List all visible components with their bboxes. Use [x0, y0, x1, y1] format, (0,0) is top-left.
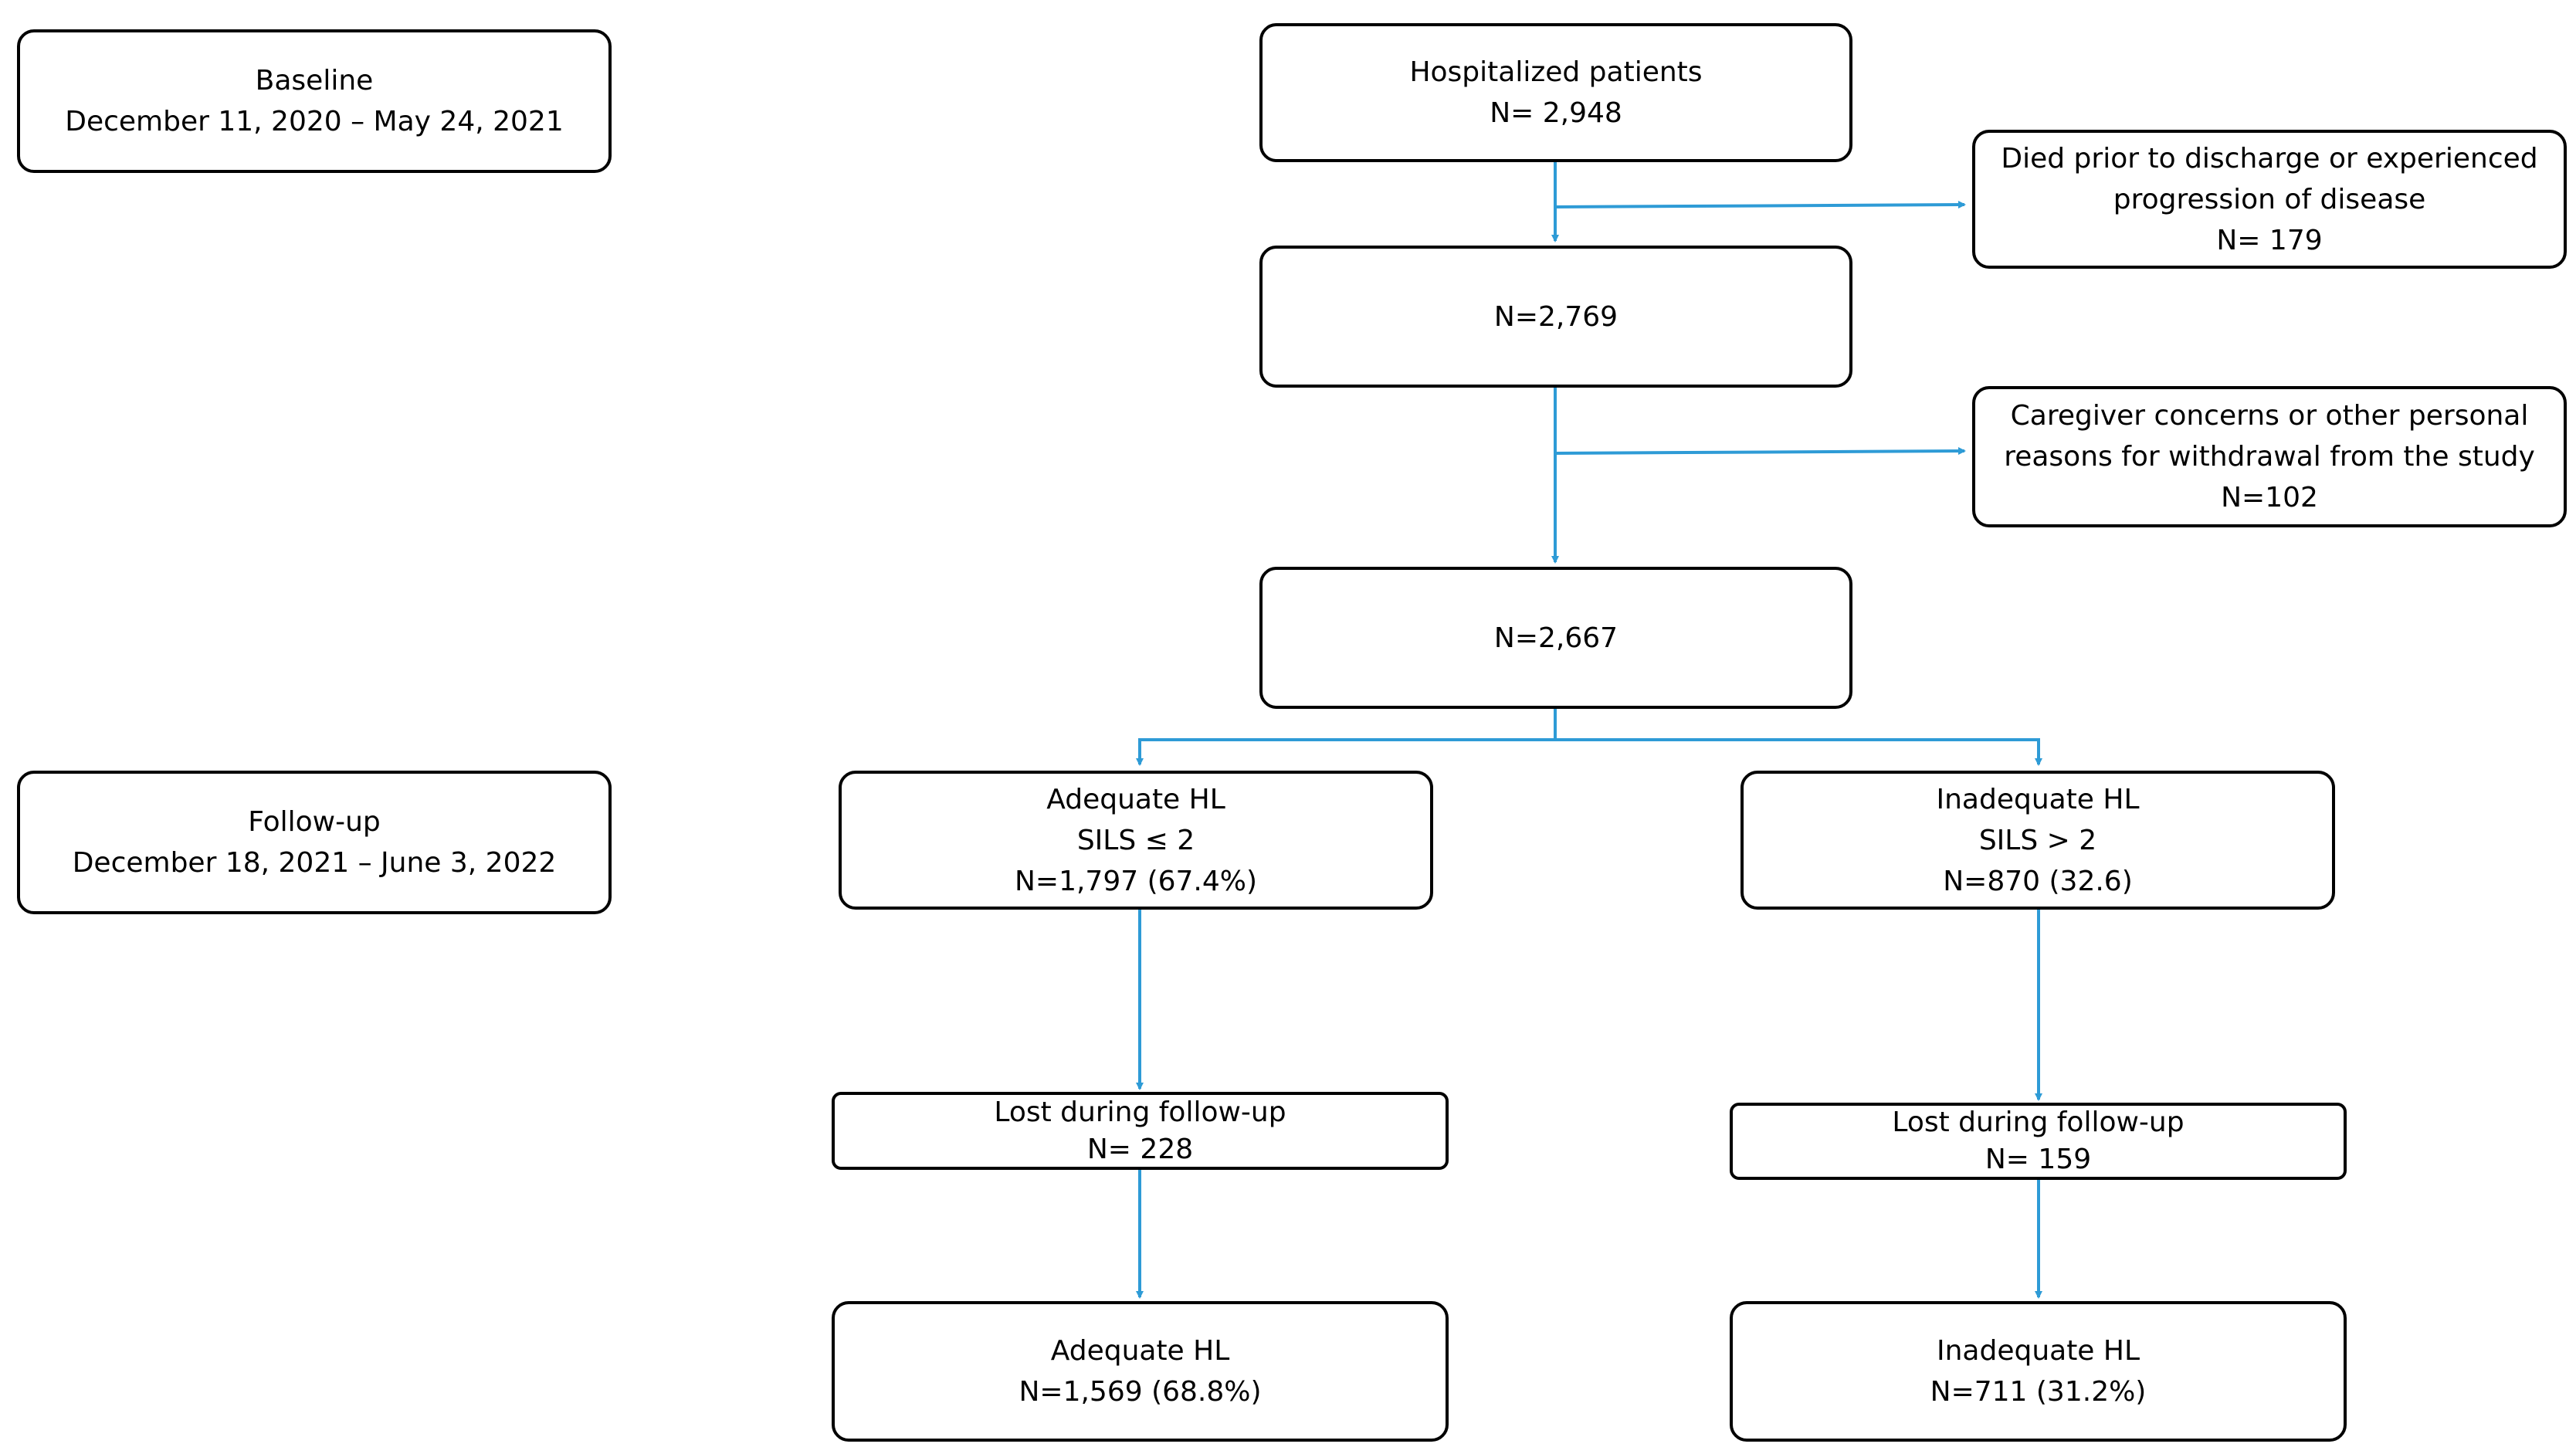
withdrawal-exclusion-line1: Caregiver concerns or other personal	[2010, 400, 2529, 432]
adequate-hl-baseline-count: N=1,797 (67.4%)	[1014, 865, 1258, 897]
baseline-phase-box: Baseline December 11, 2020 – May 24, 202…	[17, 29, 612, 173]
lost-followup-left-title: Lost during follow-up	[994, 1096, 1286, 1128]
withdrawal-exclusion-count: N=102	[2221, 482, 2318, 513]
adequate-hl-baseline-criterion: SILS ≤ 2	[1076, 824, 1195, 856]
lost-followup-left-box: Lost during follow-up N= 228	[832, 1092, 1449, 1170]
adequate-hl-followup-count: N=1,569 (68.8%)	[1019, 1376, 1262, 1408]
inadequate-hl-followup-title: Inadequate HL	[1936, 1335, 2140, 1367]
inadequate-hl-followup-box: Inadequate HL N=711 (31.2%)	[1730, 1301, 2347, 1442]
withdrawal-exclusion-line2: reasons for withdrawal from the study	[2004, 441, 2535, 473]
inadequate-hl-followup-count: N=711 (31.2%)	[1930, 1376, 2147, 1408]
count-2769-box: N=2,769	[1259, 246, 1852, 388]
lost-followup-right-count: N= 159	[1985, 1144, 2092, 1175]
died-exclusion-line1: Died prior to discharge or experienced	[2001, 142, 2538, 175]
hospitalized-count: N= 2,948	[1490, 97, 1622, 129]
died-exclusion-line2: progression of disease	[2113, 183, 2426, 215]
count-2667: N=2,667	[1493, 622, 1618, 654]
inadequate-hl-baseline-title: Inadequate HL	[1936, 783, 2140, 815]
arrow-2667-to-inadequate	[1555, 738, 2042, 766]
inadequate-hl-baseline-count: N=870 (32.6)	[1943, 865, 2133, 897]
follow-up-phase-box: Follow-up December 18, 2021 – June 3, 20…	[17, 771, 612, 914]
count-2769: N=2,769	[1493, 300, 1618, 333]
hospitalized-title: Hospitalized patients	[1409, 56, 1703, 88]
lost-followup-right-box: Lost during follow-up N= 159	[1730, 1103, 2347, 1180]
lost-followup-right-title: Lost during follow-up	[1892, 1107, 2185, 1138]
adequate-hl-baseline-box: Adequate HL SILS ≤ 2 N=1,797 (67.4%)	[839, 771, 1433, 910]
adequate-hl-followup-box: Adequate HL N=1,569 (68.8%)	[832, 1301, 1449, 1442]
inadequate-hl-baseline-box: Inadequate HL SILS > 2 N=870 (32.6)	[1740, 771, 2335, 910]
adequate-hl-baseline-title: Adequate HL	[1046, 783, 1225, 815]
hospitalized-patients-box: Hospitalized patients N= 2,948	[1259, 23, 1852, 162]
died-exclusion-box: Died prior to discharge or experienced p…	[1972, 130, 2567, 269]
baseline-dates: December 11, 2020 – May 24, 2021	[65, 106, 564, 137]
adequate-hl-followup-title: Adequate HL	[1050, 1335, 1230, 1367]
lost-followup-left-count: N= 228	[1086, 1133, 1194, 1165]
arrow-to-withdrawal-exclusion	[1554, 447, 1966, 456]
follow-up-label: Follow-up	[248, 806, 381, 838]
follow-up-dates: December 18, 2021 – June 3, 2022	[72, 847, 557, 879]
arrow-2667-to-adequate	[1136, 709, 1557, 766]
inadequate-hl-baseline-criterion: SILS > 2	[1978, 824, 2097, 856]
baseline-label: Baseline	[255, 65, 374, 97]
count-2667-box: N=2,667	[1259, 567, 1852, 709]
arrow-to-died-exclusion	[1554, 201, 1966, 209]
withdrawal-exclusion-box: Caregiver concerns or other personal rea…	[1972, 386, 2567, 527]
died-exclusion-count: N= 179	[2216, 224, 2323, 256]
